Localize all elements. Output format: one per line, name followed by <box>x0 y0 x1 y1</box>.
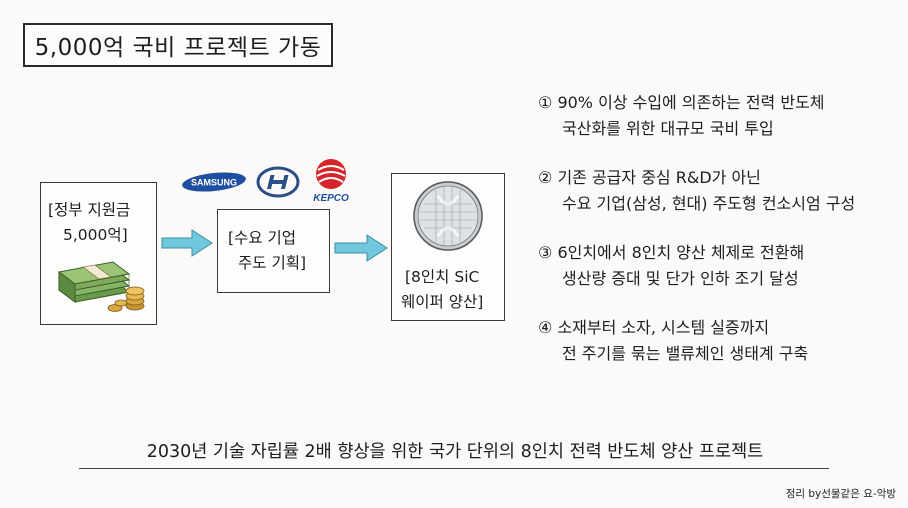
demand-led-box <box>217 209 330 293</box>
key-points-list: ① 90% 이상 수입에 의존하는 전력 반도체 국산화를 위한 대규모 국비 … <box>538 90 898 390</box>
key-point-text: 기존 공급자 중심 R&D가 아닌 <box>557 168 761 187</box>
kepco-logo-icon: KEPCO <box>313 159 349 204</box>
samsung-logo-text: SAMSUNG <box>191 178 237 188</box>
wafer-production-label-1: [8인치 SiC <box>405 268 480 286</box>
page-title: 5,000억 국비 프로젝트 가동 <box>23 23 333 67</box>
key-point-1: ① 90% 이상 수입에 의존하는 전력 반도체 국산화를 위한 대규모 국비 … <box>538 90 898 142</box>
demand-led-label-1: [수요 기업 <box>228 229 297 247</box>
summary-text: 2030년 기술 자립률 2배 향상을 위한 국가 단위의 8인치 전력 반도체… <box>146 442 764 462</box>
key-point-text: 국산화를 위한 대규모 국비 투입 <box>562 119 774 138</box>
summary-divider <box>79 468 829 469</box>
key-point-text: 소재부터 소자, 시스템 실증까지 <box>557 318 770 337</box>
flow-arrow-icon-2 <box>334 234 388 262</box>
money-stack-icon <box>57 261 145 312</box>
gov-funding-label-1: [정부 지원금 <box>48 201 131 219</box>
key-point-2: ② 기존 공급자 중심 R&D가 아닌 수요 기업(삼성, 현대) 주도형 컨소… <box>538 165 898 217</box>
kepco-logo-text: KEPCO <box>313 193 349 204</box>
key-point-number: ② <box>538 168 553 187</box>
key-point-number: ① <box>538 93 553 112</box>
key-point-number: ④ <box>538 318 553 337</box>
wafer-production-label-2: 웨이퍼 양산] <box>401 293 484 311</box>
key-point-text: 6인치에서 8인치 양산 체제로 전환해 <box>557 243 805 262</box>
coin-stack-icon <box>107 286 145 312</box>
wafer-icon <box>413 181 483 251</box>
demand-led-label-2: 주도 기획] <box>238 254 307 272</box>
key-point-number: ③ <box>538 243 553 262</box>
samsung-logo-icon: SAMSUNG <box>182 172 246 192</box>
flow-arrow-icon-1 <box>161 229 213 257</box>
page-title-text: 5,000억 국비 프로젝트 가동 <box>34 35 322 61</box>
hyundai-logo-icon <box>256 166 300 198</box>
key-point-text: 전 주기를 묶는 밸류체인 생태계 구축 <box>562 344 809 363</box>
key-point-4: ④ 소재부터 소자, 시스템 실증까지 전 주기를 묶는 밸류체인 생태계 구축 <box>538 315 898 367</box>
key-point-text: 수요 기업(삼성, 현대) 주도형 컨소시엄 구성 <box>562 194 856 213</box>
key-point-text: 생산량 증대 및 단가 인하 조기 달성 <box>562 269 799 288</box>
cash-bundle-icon <box>57 261 131 303</box>
gov-funding-label-2: 5,000억] <box>63 226 128 244</box>
key-point-text: 90% 이상 수입에 의존하는 전력 반도체 <box>557 93 825 112</box>
key-point-3: ③ 6인치에서 8인치 양산 체제로 전환해 생산량 증대 및 단가 인하 조기… <box>538 240 898 292</box>
credit-text: 정리 by선물같은 요-악방 <box>785 488 896 500</box>
